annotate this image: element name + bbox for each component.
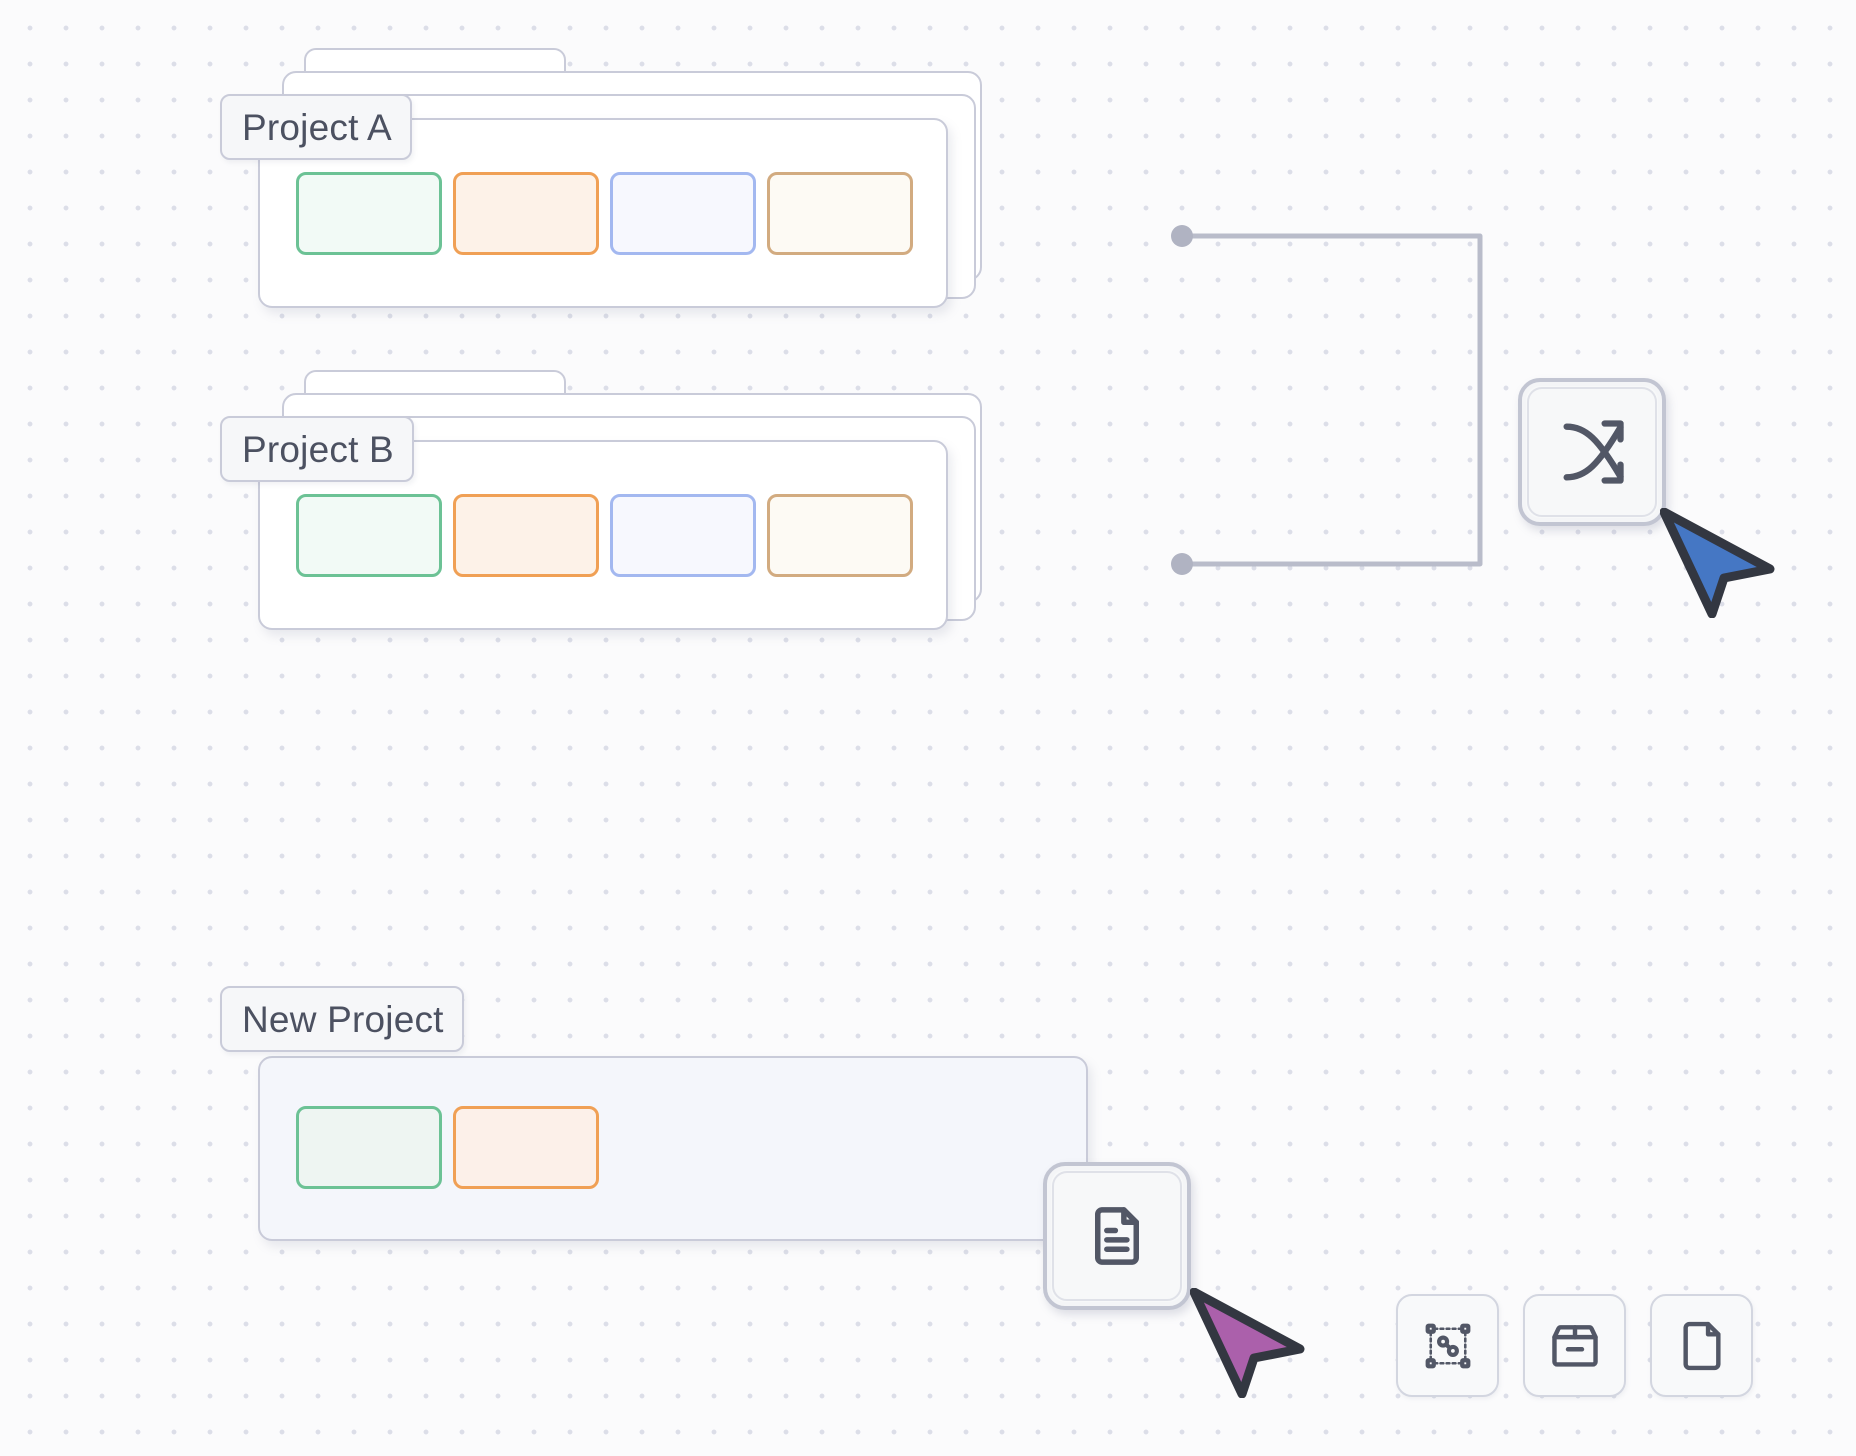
swatch-orange[interactable]: [453, 1106, 599, 1189]
tool-package[interactable]: [1523, 1294, 1626, 1397]
connector-endpoint-top[interactable]: [1171, 225, 1193, 247]
document-node-button[interactable]: [1043, 1162, 1191, 1310]
shuffle-icon: [1563, 420, 1624, 484]
project-card-new-project[interactable]: New Project: [220, 986, 1088, 1276]
swatch-tan[interactable]: [767, 494, 913, 577]
swatch-row: [296, 1106, 599, 1189]
project-tab-label: Project A: [242, 106, 392, 148]
project-tab-label: New Project: [242, 998, 444, 1040]
swatch-tan[interactable]: [767, 172, 913, 255]
swatch-orange[interactable]: [453, 172, 599, 255]
transform-frame-icon: [1425, 1323, 1470, 1368]
connector-endpoint-bottom[interactable]: [1171, 553, 1193, 575]
merge-connector: [1171, 225, 1483, 575]
swatch-green[interactable]: [296, 1106, 442, 1189]
swatch-green[interactable]: [296, 172, 442, 255]
cursor-magenta: [1190, 1288, 1305, 1398]
file-text-icon: [1094, 1207, 1140, 1265]
box-icon: [1551, 1324, 1598, 1367]
swatch-green[interactable]: [296, 494, 442, 577]
project-card-project-a[interactable]: Project A: [220, 48, 1018, 378]
shuffle-node-button[interactable]: [1518, 378, 1666, 526]
swatch-orange[interactable]: [453, 494, 599, 577]
bottom-right-toolbar[interactable]: [1396, 1294, 1753, 1397]
project-tab-new-project[interactable]: New Project: [220, 986, 464, 1052]
file-icon: [1682, 1321, 1721, 1370]
swatch-row: [296, 494, 913, 577]
swatch-row: [296, 172, 913, 255]
swatch-blue[interactable]: [610, 172, 756, 255]
cursor-blue-pointer: [1660, 508, 1775, 618]
project-card-body[interactable]: [258, 1056, 1088, 1241]
cursor-magenta-pointer: [1190, 1288, 1305, 1398]
project-card-project-b[interactable]: Project B: [220, 370, 1018, 700]
project-tab-label: Project B: [242, 428, 394, 470]
project-tab-project-a[interactable]: Project A: [220, 94, 412, 160]
tool-select-transform[interactable]: [1396, 1294, 1499, 1397]
project-tab-project-b[interactable]: Project B: [220, 416, 414, 482]
cursor-blue: [1660, 508, 1775, 618]
connector-path: [1179, 233, 1483, 567]
swatch-blue[interactable]: [610, 494, 756, 577]
tool-new-file[interactable]: [1650, 1294, 1753, 1397]
